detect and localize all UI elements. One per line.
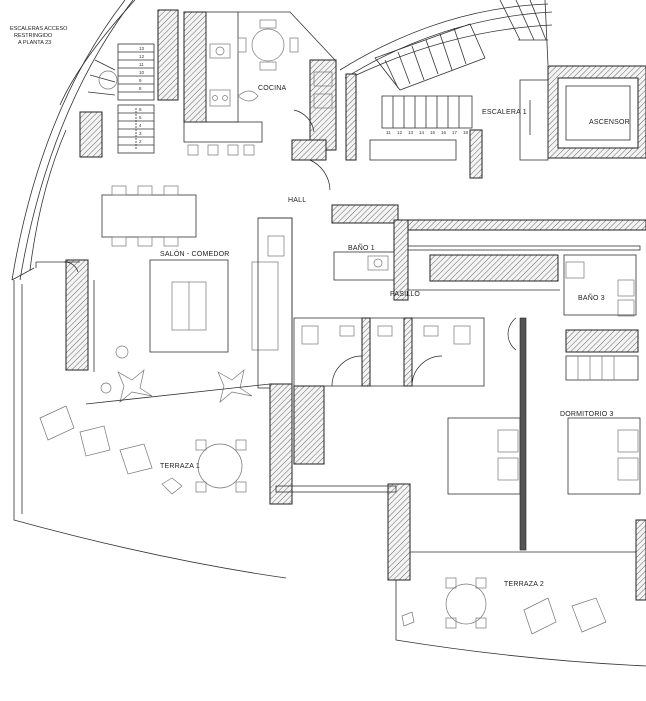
left-stair-step: 13: [139, 46, 145, 51]
left-stair-step: 8: [139, 86, 142, 91]
room-label-ascensor: ASCENSOR: [589, 119, 630, 126]
left-stair: 13 12 11 10 9 8 6 5 4 3 2: [79, 9, 179, 158]
left-stair-step: 3: [139, 131, 142, 136]
room-label-hall: HALL: [288, 197, 306, 204]
right-stair-step: 13: [408, 130, 414, 135]
kitchen: [183, 11, 337, 156]
room-label-cocina: COCINA: [258, 85, 287, 92]
right-stair-step: 12: [397, 130, 403, 135]
right-stair: 11 12 13 14 15 16 17 18: [345, 23, 486, 179]
elevator: [519, 65, 646, 161]
dormitorio-3: [387, 317, 646, 601]
right-stair-step: 14: [419, 130, 425, 135]
room-label-bano-1: BAÑO 1: [348, 243, 375, 252]
room-label-bano-3: BAÑO 3: [578, 293, 605, 302]
room-label-salon-comedor: SALÓN - COMEDOR: [160, 249, 230, 258]
left-stair-step: 2: [139, 139, 142, 144]
left-stair-step: 5: [139, 115, 142, 120]
access-note-line-2: RESTRINGIDO: [14, 33, 53, 39]
hall-walls: [291, 139, 646, 317]
left-stair-step: 12: [139, 54, 145, 59]
access-note-line-3: A PLANTA 23: [18, 40, 51, 46]
terraza-1: [13, 280, 397, 579]
access-note-line-1: ESCALERAS ACCESO: [10, 26, 68, 32]
room-label-terraza-2: TERRAZA 2: [504, 581, 544, 588]
left-stair-step: 6: [139, 107, 142, 112]
room-label-dormitorio-3: DORMITORIO 3: [560, 411, 614, 418]
right-stair-step: 18: [463, 130, 469, 135]
central-bath: [269, 317, 485, 505]
left-stair-step: 9: [139, 78, 142, 83]
salon-comedor: [35, 185, 293, 405]
top-arc: [339, 0, 553, 79]
right-stair-step: 16: [441, 130, 447, 135]
right-stair-step: 15: [430, 130, 436, 135]
facade-curve: [11, 0, 136, 281]
left-stair-step: 11: [139, 62, 144, 67]
right-stair-step: 11: [386, 130, 391, 135]
right-stair-step: 17: [452, 130, 458, 135]
room-label-escalera: ESCALERA 1: [482, 109, 527, 116]
room-label-pasillo: PASILLO: [390, 291, 420, 298]
left-stair-step: 4: [139, 123, 142, 128]
room-label-terraza-1: TERRAZA 1: [160, 463, 200, 470]
left-stair-step: 10: [139, 70, 145, 75]
terraza-2: [395, 577, 646, 667]
